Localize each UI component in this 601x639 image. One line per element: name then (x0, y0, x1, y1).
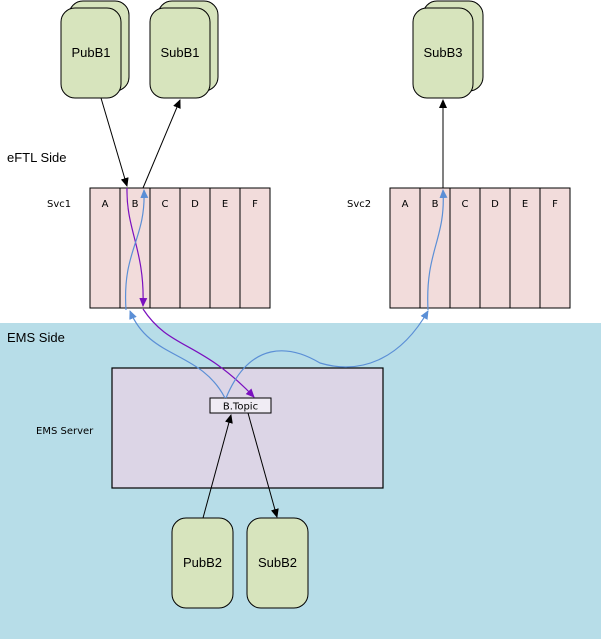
svc2-partition-d-label: D (491, 199, 499, 210)
arrow-blue-topic-to-svc1 (129, 310, 226, 399)
arrow-pubb1-to-svc1 (100, 97, 129, 187)
topic-b-topic[interactable]: B.Topic (209, 397, 272, 414)
svc2-partition-d[interactable] (479, 187, 511, 309)
svc1-partition-c-label: C (162, 199, 169, 210)
arrow-svc1-to-subb1 (142, 99, 181, 189)
client-subb1-label: SubB1 (160, 45, 199, 60)
client-subb3-label: SubB3 (423, 45, 462, 60)
client-subb3[interactable]: SubB3 (412, 0, 484, 99)
svc2-partition-b-label: B (432, 199, 439, 210)
client-pubb1-label: PubB1 (71, 45, 110, 60)
svc1-partition-f[interactable] (239, 187, 271, 309)
svc1-partition-c[interactable] (149, 187, 181, 309)
ems-side-label: EMS Side (7, 330, 65, 345)
service-svc2-label: Svc2 (347, 199, 371, 210)
service-svc1-label: Svc1 (47, 199, 71, 210)
eftl-side-label: eFTL Side (7, 150, 67, 165)
svc1-partition-a-label: A (102, 199, 109, 210)
ems-server-label: EMS Server (36, 426, 94, 437)
svc1-partition-e-label: E (222, 199, 228, 210)
client-pubb2[interactable]: PubB2 (171, 517, 234, 609)
client-subb1[interactable]: SubB1 (149, 0, 219, 99)
arrow-purple-svc1-to-topic (142, 308, 255, 398)
service-svc2: A B C D E F (389, 187, 571, 309)
svc1-partition-e[interactable] (209, 187, 241, 309)
svc2-partition-c[interactable] (449, 187, 481, 309)
arrow-blue-topic-to-svc2 (225, 310, 429, 399)
client-subb2[interactable]: SubB2 (246, 517, 309, 609)
svc2-partition-e-label: E (522, 199, 528, 210)
client-subb2-label: SubB2 (258, 555, 297, 570)
client-pubb1[interactable]: PubB1 (60, 0, 130, 99)
svc1-partition-f-label: F (252, 199, 258, 210)
arrow-blue-svc1-internal (124, 189, 149, 311)
svc1-partition-d-label: D (191, 199, 199, 210)
arrow-pubb2-to-topic (202, 414, 233, 519)
svc1-partition-b-label: B (132, 199, 139, 210)
svc2-partition-f-label: F (552, 199, 558, 210)
arrow-topic-to-subb2 (247, 412, 279, 518)
svc2-partition-f[interactable] (539, 187, 571, 309)
topic-b-topic-label: B.Topic (223, 402, 258, 413)
svc2-partition-e[interactable] (509, 187, 541, 309)
service-svc1: A B C D E F (89, 187, 271, 309)
svc2-partition-c-label: C (462, 199, 469, 210)
arrow-blue-svc2-internal (427, 189, 448, 311)
ems-server-box[interactable] (111, 367, 384, 489)
svc2-partition-a-label: A (402, 199, 409, 210)
client-pubb2-label: PubB2 (183, 555, 222, 570)
svc1-partition-d[interactable] (179, 187, 211, 309)
